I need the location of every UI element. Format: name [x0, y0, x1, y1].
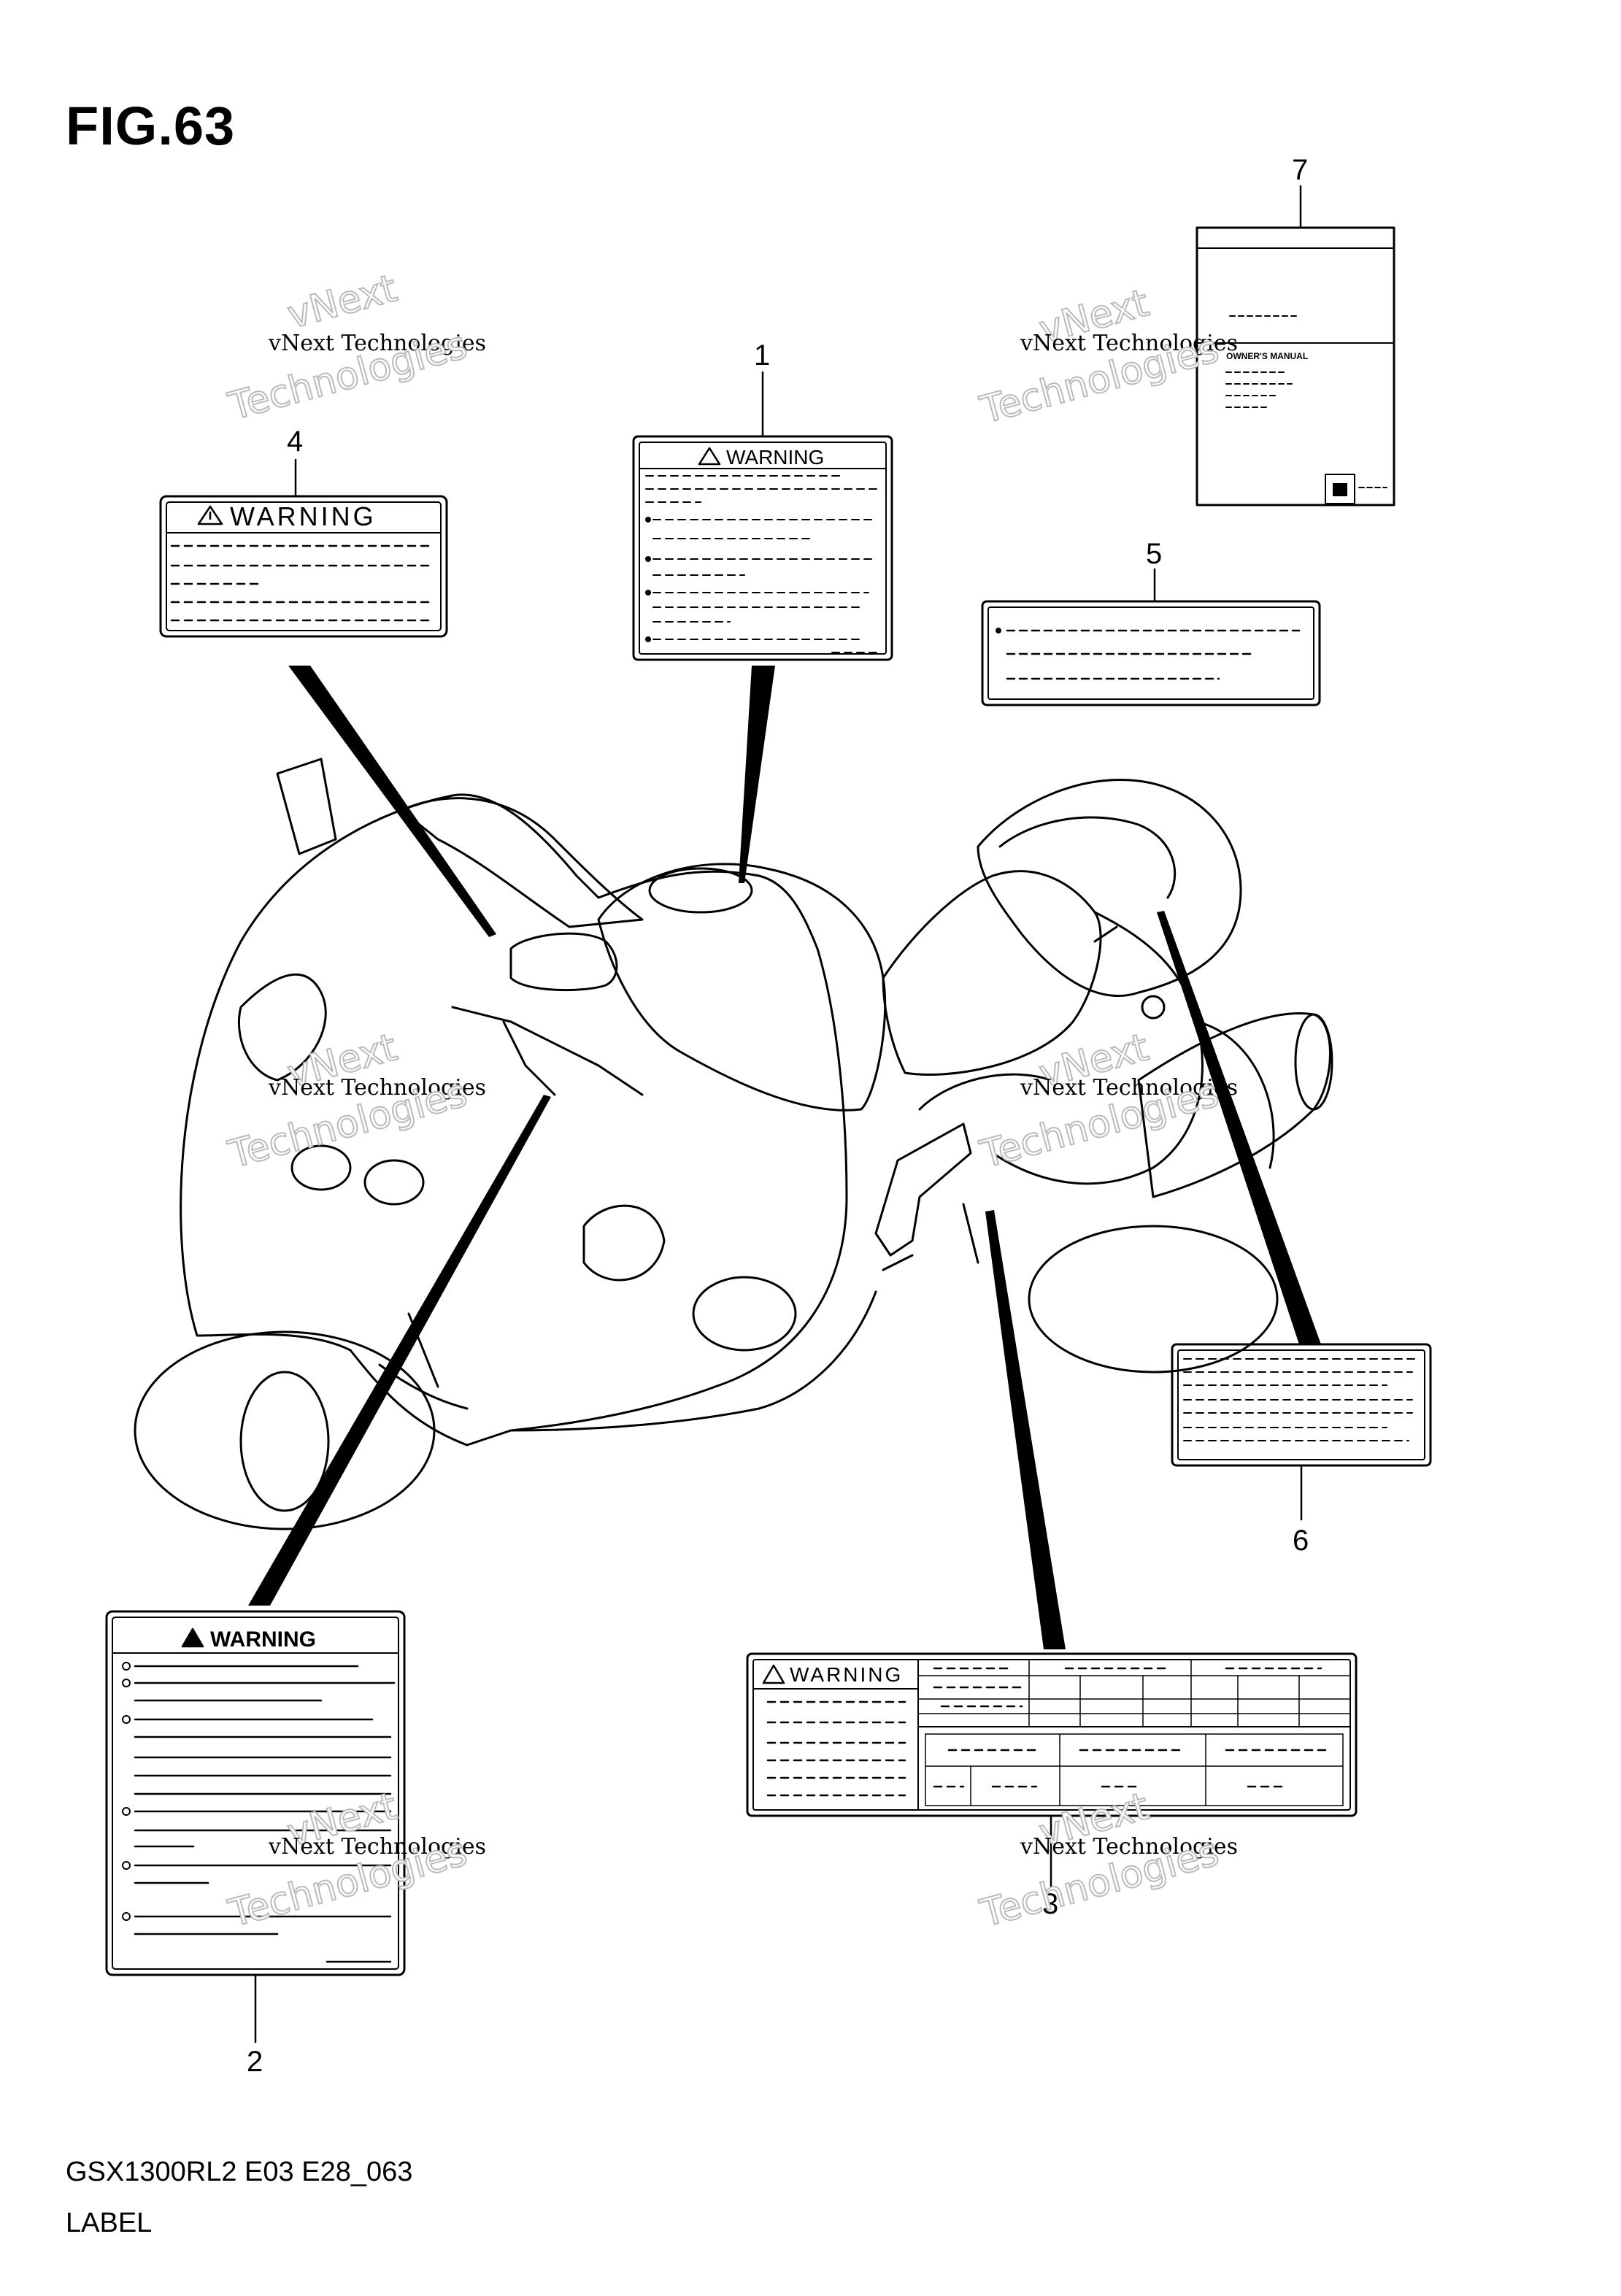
svg-text:vNext Technologies: vNext Technologies	[1020, 1834, 1238, 1860]
svg-text:vNext Technologies: vNext Technologies	[1020, 1075, 1238, 1101]
label-1-heading: WARNING	[726, 446, 824, 469]
label-2-warning	[105, 1610, 406, 2043]
callout-1: 1	[754, 339, 770, 371]
label-2-heading: WARNING	[210, 1627, 316, 1652]
callout-3: 3	[1042, 1888, 1058, 1920]
motorcycle-outline	[134, 758, 1333, 1530]
callout-2: 2	[247, 2046, 263, 2078]
callout-5: 5	[1146, 538, 1162, 570]
svg-text:vNext Technologies: vNext Technologies	[268, 1834, 486, 1860]
label-3-heading: WARNING	[790, 1663, 903, 1686]
label-7-manual	[1195, 185, 1395, 506]
label-3-warning-table	[746, 1652, 1358, 1888]
callout-7: 7	[1292, 154, 1308, 186]
label-4-warning	[159, 458, 448, 638]
watermark-mid-left: vNext vNext Technologies Technologies	[223, 1025, 486, 1178]
watermark-bottom-right: vNext vNext Technologies Technologies	[975, 1784, 1238, 1937]
watermark-top-right: vNext vNext Technologies Technologies	[975, 280, 1238, 434]
watermark-mid-right: vNext vNext Technologies Technologies	[975, 1025, 1238, 1178]
svg-text:vNext Technologies: vNext Technologies	[268, 1075, 486, 1101]
figure-title: FIG.63	[66, 96, 236, 156]
label-1-warning	[632, 371, 893, 661]
watermark-top-left: vNext vNext Technologies Technologies	[223, 266, 486, 430]
model-code: GSX1300RL2 E03 E28_063	[66, 2157, 413, 2187]
svg-text:vNext: vNext	[283, 266, 401, 337]
svg-text:vNext Technologies: vNext Technologies	[268, 331, 486, 356]
callout-4: 4	[287, 425, 303, 458]
label-5	[981, 568, 1321, 706]
label-6	[1171, 1343, 1432, 1521]
svg-text:vNext Technologies: vNext Technologies	[1020, 331, 1238, 356]
leader-lines	[248, 666, 1321, 1649]
label-4-heading: WARNING	[230, 501, 377, 531]
watermark-bottom-left: vNext vNext Technologies Technologies	[223, 1784, 486, 1937]
section-name: LABEL	[66, 2208, 153, 2238]
label-7-heading: OWNER'S MANUAL	[1226, 351, 1308, 361]
callout-6: 6	[1293, 1525, 1309, 1557]
